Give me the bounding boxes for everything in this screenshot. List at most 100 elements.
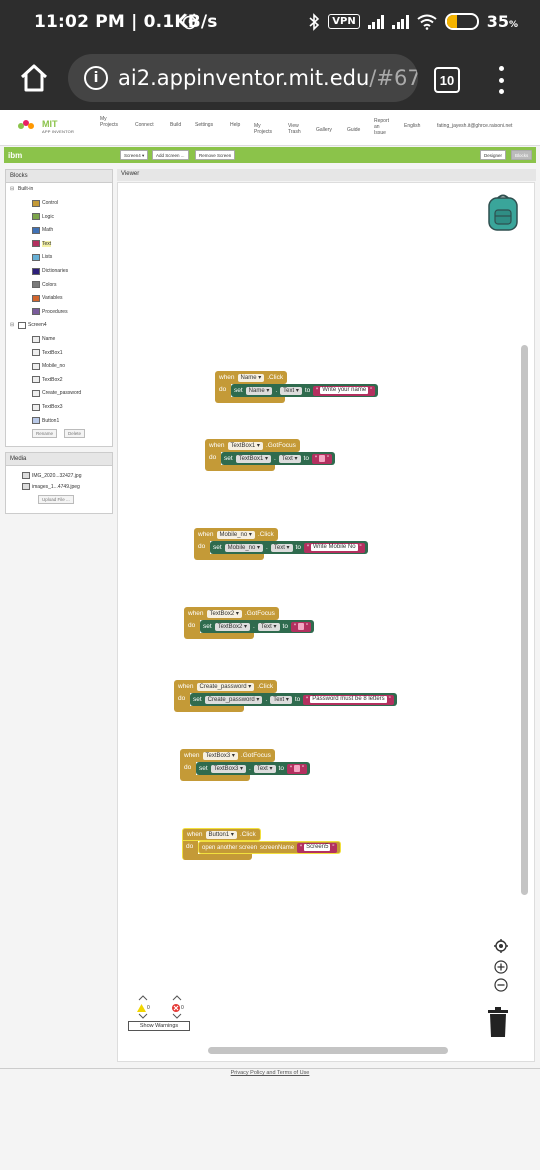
nav-connect[interactable]: Connect (135, 122, 154, 128)
property-dropdown[interactable]: Text ▾ (257, 622, 280, 631)
builtin-procedures[interactable]: Procedures (32, 308, 68, 316)
recenter-icon[interactable] (494, 939, 508, 953)
vertical-scrollbar[interactable] (521, 345, 528, 895)
set-component-dropdown[interactable]: Create_password ▾ (204, 695, 263, 704)
text-block[interactable]: “” (290, 621, 311, 632)
builtin-logic[interactable]: Logic (32, 213, 54, 221)
text-value[interactable]: Write your name (320, 387, 369, 394)
trash-icon[interactable] (487, 1007, 509, 1037)
designer-button[interactable]: Designer (480, 150, 507, 160)
set-component-dropdown[interactable]: Mobile_no ▾ (224, 543, 264, 552)
builtin-variables[interactable]: Variables (32, 294, 62, 302)
info-icon[interactable]: i (84, 66, 108, 90)
backpack-icon[interactable] (486, 194, 520, 232)
blocks-button[interactable]: Blocks (511, 150, 533, 160)
builtin-control[interactable]: Control (32, 199, 58, 207)
empty-text-value[interactable] (297, 623, 304, 630)
zoom-out-icon[interactable] (494, 978, 508, 992)
media-file[interactable]: images_1...4749.jpeg (22, 483, 80, 490)
builtin-math[interactable]: Math (32, 226, 53, 234)
nav-view-trash[interactable]: View Trash (288, 123, 301, 135)
text-value[interactable]: Password must be 8 letters (310, 696, 387, 703)
nav-gallery[interactable]: Gallery (316, 127, 332, 133)
add-screen-button[interactable]: Add Screen ... (152, 150, 189, 160)
chevron-down-icon[interactable] (172, 1013, 182, 1019)
set-component-dropdown[interactable]: TextBox2 ▾ (214, 622, 251, 631)
property-dropdown[interactable]: Text ▾ (270, 695, 292, 704)
tab-switcher-button[interactable]: 10 (434, 67, 460, 93)
nav-my-projects[interactable]: My Projects (100, 116, 119, 128)
media-file[interactable]: IMG_2020...32427.jpg (22, 472, 81, 479)
empty-text-value[interactable] (318, 455, 325, 462)
component-dropdown[interactable]: TextBox1 ▾ (227, 441, 263, 450)
set-component-dropdown[interactable]: TextBox3 ▾ (210, 764, 247, 773)
property-dropdown[interactable]: Text ▾ (278, 454, 301, 463)
component-dropdown[interactable]: Create_password ▾ (196, 682, 255, 691)
component-dropdown[interactable]: Name ▾ (237, 373, 265, 382)
empty-text-value[interactable] (293, 765, 300, 772)
component-name[interactable]: Name (32, 335, 55, 343)
menu-icon[interactable] (494, 66, 508, 94)
tree-screen[interactable]: ⊟Screen4 (10, 321, 47, 329)
nav-build[interactable]: Build (170, 122, 182, 128)
builtin-text[interactable]: Text (32, 240, 52, 248)
text-block[interactable]: “” (311, 453, 332, 464)
horizontal-scrollbar[interactable] (208, 1047, 448, 1054)
collapse-icon[interactable]: ⊟ (10, 186, 15, 192)
delete-button[interactable]: Delete (64, 428, 86, 438)
component-dropdown[interactable]: Button1 ▾ (205, 830, 237, 839)
component-dropdown[interactable]: TextBox2 ▾ (206, 609, 242, 618)
property-dropdown[interactable]: Text ▾ (280, 386, 302, 395)
component-textbox2[interactable]: TextBox2 (32, 376, 63, 384)
url-bar[interactable]: i ai2.appinventor.mit.edu/#67 (68, 54, 418, 102)
component-textbox3[interactable]: TextBox3 (32, 403, 63, 411)
set-component-dropdown[interactable]: TextBox1 ▾ (235, 454, 272, 463)
property-dropdown[interactable]: Text ▾ (253, 764, 276, 773)
nav-settings[interactable]: Settings (195, 122, 214, 128)
nav-guide[interactable]: Guide (347, 127, 361, 133)
nav-report-issue[interactable]: Report an Issue (374, 118, 390, 136)
set-component-dropdown[interactable]: Name ▾ (245, 386, 273, 395)
nav-language[interactable]: English (404, 123, 421, 129)
home-icon[interactable] (18, 62, 50, 94)
builtin-dictionaries[interactable]: Dictionaries (32, 267, 68, 275)
mit-logo[interactable]: MIT APP INVENTOR (18, 120, 74, 134)
upload-file-button[interactable]: Upload File ... (38, 495, 74, 504)
text-block[interactable]: “Password must be 8 letters” (303, 694, 394, 705)
text-block[interactable]: “” (286, 763, 307, 774)
zoom-in-icon[interactable] (494, 960, 508, 974)
text-block[interactable]: “Screen5” (297, 842, 338, 853)
builtin-colors[interactable]: Colors (32, 281, 56, 289)
show-warnings-button[interactable]: Show Warnings (128, 1021, 190, 1031)
chevron-down-icon[interactable] (138, 1013, 148, 1019)
component-mobile_no[interactable]: Mobile_no (32, 362, 65, 370)
collapse-icon[interactable]: ⊟ (10, 322, 15, 329)
text-block[interactable]: “Write your name” (313, 385, 376, 396)
component-dropdown[interactable]: Mobile_no ▾ (216, 530, 255, 539)
property-dropdown[interactable]: Text ▾ (270, 543, 293, 552)
component-button1[interactable]: Button1 (32, 417, 59, 425)
component-textbox1[interactable]: TextBox1 (32, 349, 63, 357)
component-create_password[interactable]: Create_password (32, 389, 81, 397)
text-value[interactable]: Screen5 (304, 844, 331, 851)
